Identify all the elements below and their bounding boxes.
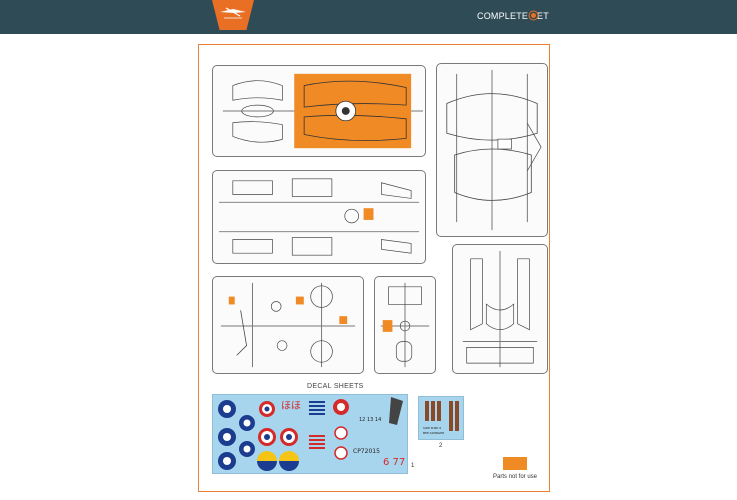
sprue-e [374,276,436,374]
svg-text:BEE-SWINGER: BEE-SWINGER [423,431,444,435]
decal-sheet-1-number: 1 [411,463,415,469]
sprue-c [212,170,426,264]
top-header-bar: COMPLETE SET [0,0,737,34]
radio-target-icon[interactable] [531,13,536,18]
decal-sheets-title: DECAL SHEETS [307,383,364,390]
decal-sheet-2: SIDE B-BD-5 BEE-SWINGER 2 [418,396,464,449]
decal-sheet-1: ほほ 12 13 14 CP72015 6 77 1 [212,394,414,474]
aircraft-logo-icon [212,0,254,30]
sprue-f [452,244,548,374]
svg-text:ほほ: ほほ [281,400,301,412]
instruction-frame [198,44,550,492]
set-title: COMPLETE SET [477,11,549,21]
sprue-b [436,63,548,237]
decal-sheet-2-number: 2 [439,443,443,449]
svg-text:12 13 14: 12 13 14 [359,417,381,423]
unused-parts-label: Parts not for use [493,474,538,480]
svg-text:6 77: 6 77 [383,457,405,468]
unused-parts-swatch [503,457,527,470]
sprue-d [212,276,364,374]
sprue-a [212,65,426,157]
svg-text:CP72015: CP72015 [353,448,380,455]
svg-text:SIDE B-BD-5: SIDE B-BD-5 [423,426,441,430]
